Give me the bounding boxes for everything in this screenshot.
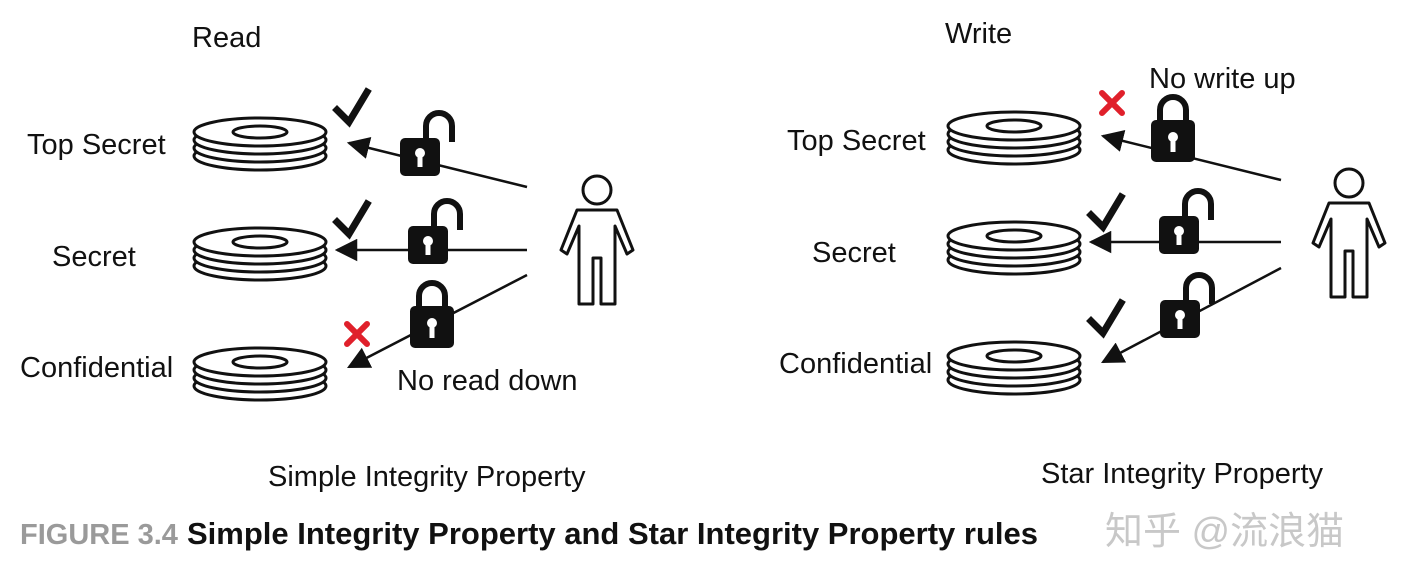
person-icon (559, 174, 635, 306)
disk-stack-icon (192, 226, 328, 282)
left-rule-note: No read down (397, 365, 578, 397)
cross-icon (1102, 93, 1122, 113)
right-heading: Write (945, 18, 1012, 50)
left-panel: Read Top Secret Secret Confidential No r… (20, 22, 635, 493)
padlock-open-icon (1160, 275, 1212, 338)
person-icon (1311, 167, 1387, 299)
check-icon (1091, 197, 1121, 227)
left-subtitle: Simple Integrity Property (268, 461, 586, 493)
disk-stack-icon (946, 340, 1082, 396)
check-icon (337, 92, 367, 122)
cross-icon (347, 324, 367, 344)
left-heading: Read (192, 22, 261, 54)
right-subtitle: Star Integrity Property (1041, 458, 1324, 490)
disk-stack-icon (946, 110, 1082, 166)
padlock-closed-icon (1151, 97, 1195, 162)
left-level-top-secret: Top Secret (27, 129, 166, 161)
right-level-top-secret: Top Secret (787, 125, 926, 157)
padlock-open-icon (1159, 191, 1211, 254)
check-icon (1091, 303, 1121, 333)
figure-caption: FIGURE 3.4 Simple Integrity Property and… (20, 516, 1038, 551)
watermark: 知乎 @流浪猫 (1105, 511, 1344, 553)
check-icon (337, 204, 367, 234)
left-level-confidential: Confidential (20, 352, 173, 384)
disk-stack-icon (192, 346, 328, 402)
right-level-secret: Secret (812, 237, 896, 269)
figure-number: FIGURE 3.4 (20, 519, 178, 551)
padlock-closed-icon (410, 283, 454, 348)
left-level-secret: Secret (52, 241, 136, 273)
right-level-confidential: Confidential (779, 348, 932, 380)
padlock-open-icon (408, 201, 460, 264)
disk-stack-icon (192, 116, 328, 172)
figure-title: Simple Integrity Property and Star Integ… (187, 516, 1038, 551)
right-panel: Write No write up Top Secret Secret Conf… (779, 18, 1387, 490)
right-rule-note: No write up (1149, 63, 1296, 95)
disk-stack-icon (946, 220, 1082, 276)
